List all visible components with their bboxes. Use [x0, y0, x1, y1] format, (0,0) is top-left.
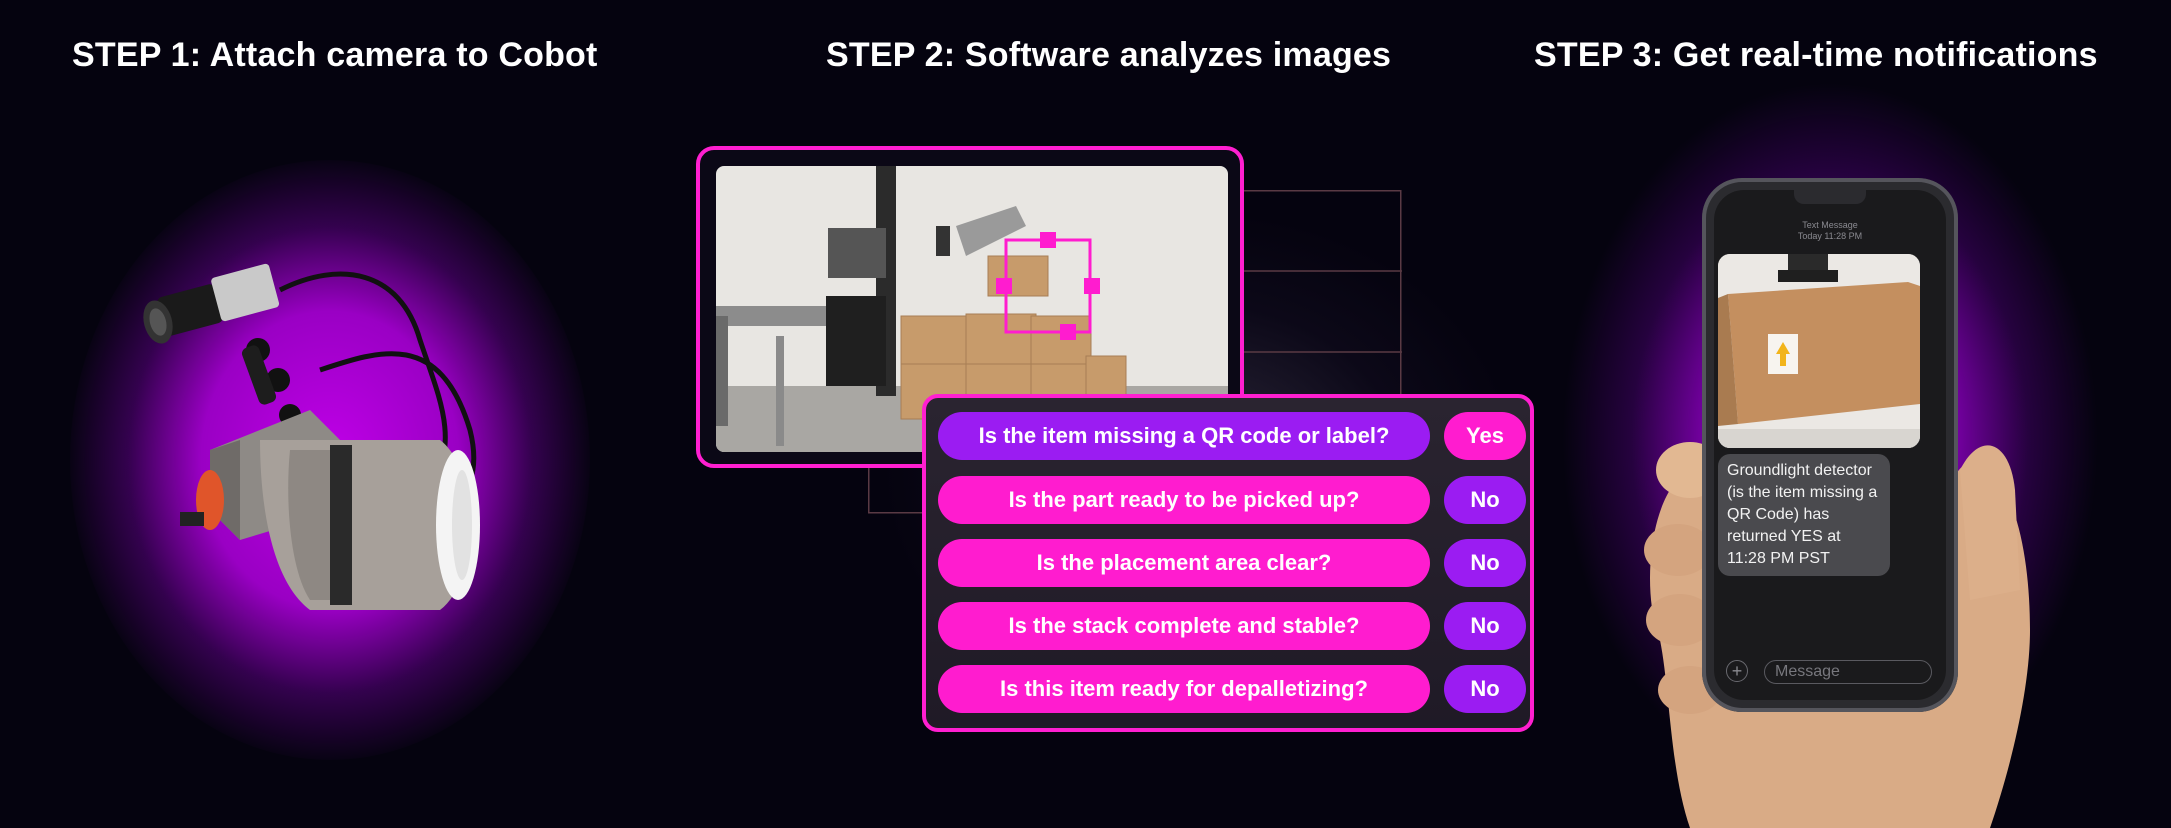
question-row: Is the stack complete and stable? No	[938, 602, 1526, 650]
message-input[interactable]	[1764, 660, 1932, 684]
bounding-box-icon	[996, 232, 1100, 340]
question-row: Is the placement area clear? No	[938, 539, 1526, 587]
message-meta: Text Message Today 11:28 PM	[1714, 220, 1946, 242]
question-row: Is the item missing a QR code or label? …	[938, 412, 1526, 460]
answer-button[interactable]: No	[1444, 602, 1526, 650]
answer-button[interactable]: No	[1444, 539, 1526, 587]
question-button[interactable]: Is the part ready to be picked up?	[938, 476, 1430, 524]
answer-button[interactable]: No	[1444, 665, 1526, 713]
message-type-label: Text Message	[1802, 220, 1858, 230]
answer-button[interactable]: Yes	[1444, 412, 1526, 460]
question-button[interactable]: Is this item ready for depalletizing?	[938, 665, 1430, 713]
step1-title: STEP 1: Attach camera to Cobot	[72, 36, 598, 74]
question-row: Is the part ready to be picked up? No	[938, 476, 1526, 524]
question-button[interactable]: Is the placement area clear?	[938, 539, 1430, 587]
step2-title: STEP 2: Software analyzes images	[826, 36, 1392, 74]
question-panel: Is the item missing a QR code or label? …	[922, 394, 1534, 732]
step3-title: STEP 3: Get real-time notifications	[1534, 36, 2098, 74]
phone-notch	[1794, 190, 1866, 204]
question-row: Is this item ready for depalletizing? No	[938, 665, 1526, 713]
message-timestamp: Today 11:28 PM	[1797, 231, 1863, 241]
plus-icon[interactable]: +	[1726, 660, 1748, 682]
message-bubble: Groundlight detector (is the item missin…	[1718, 454, 1890, 576]
phone-illustration: Text Message Today 11:28 PM Groundlight …	[1702, 178, 1958, 712]
answer-button[interactable]: No	[1444, 476, 1526, 524]
camera-device-illustration	[143, 263, 480, 610]
question-button[interactable]: Is the stack complete and stable?	[938, 602, 1430, 650]
question-button[interactable]: Is the item missing a QR code or label?	[938, 412, 1430, 460]
message-photo[interactable]	[1718, 254, 1920, 448]
phone-screen: Text Message Today 11:28 PM Groundlight …	[1714, 190, 1946, 700]
